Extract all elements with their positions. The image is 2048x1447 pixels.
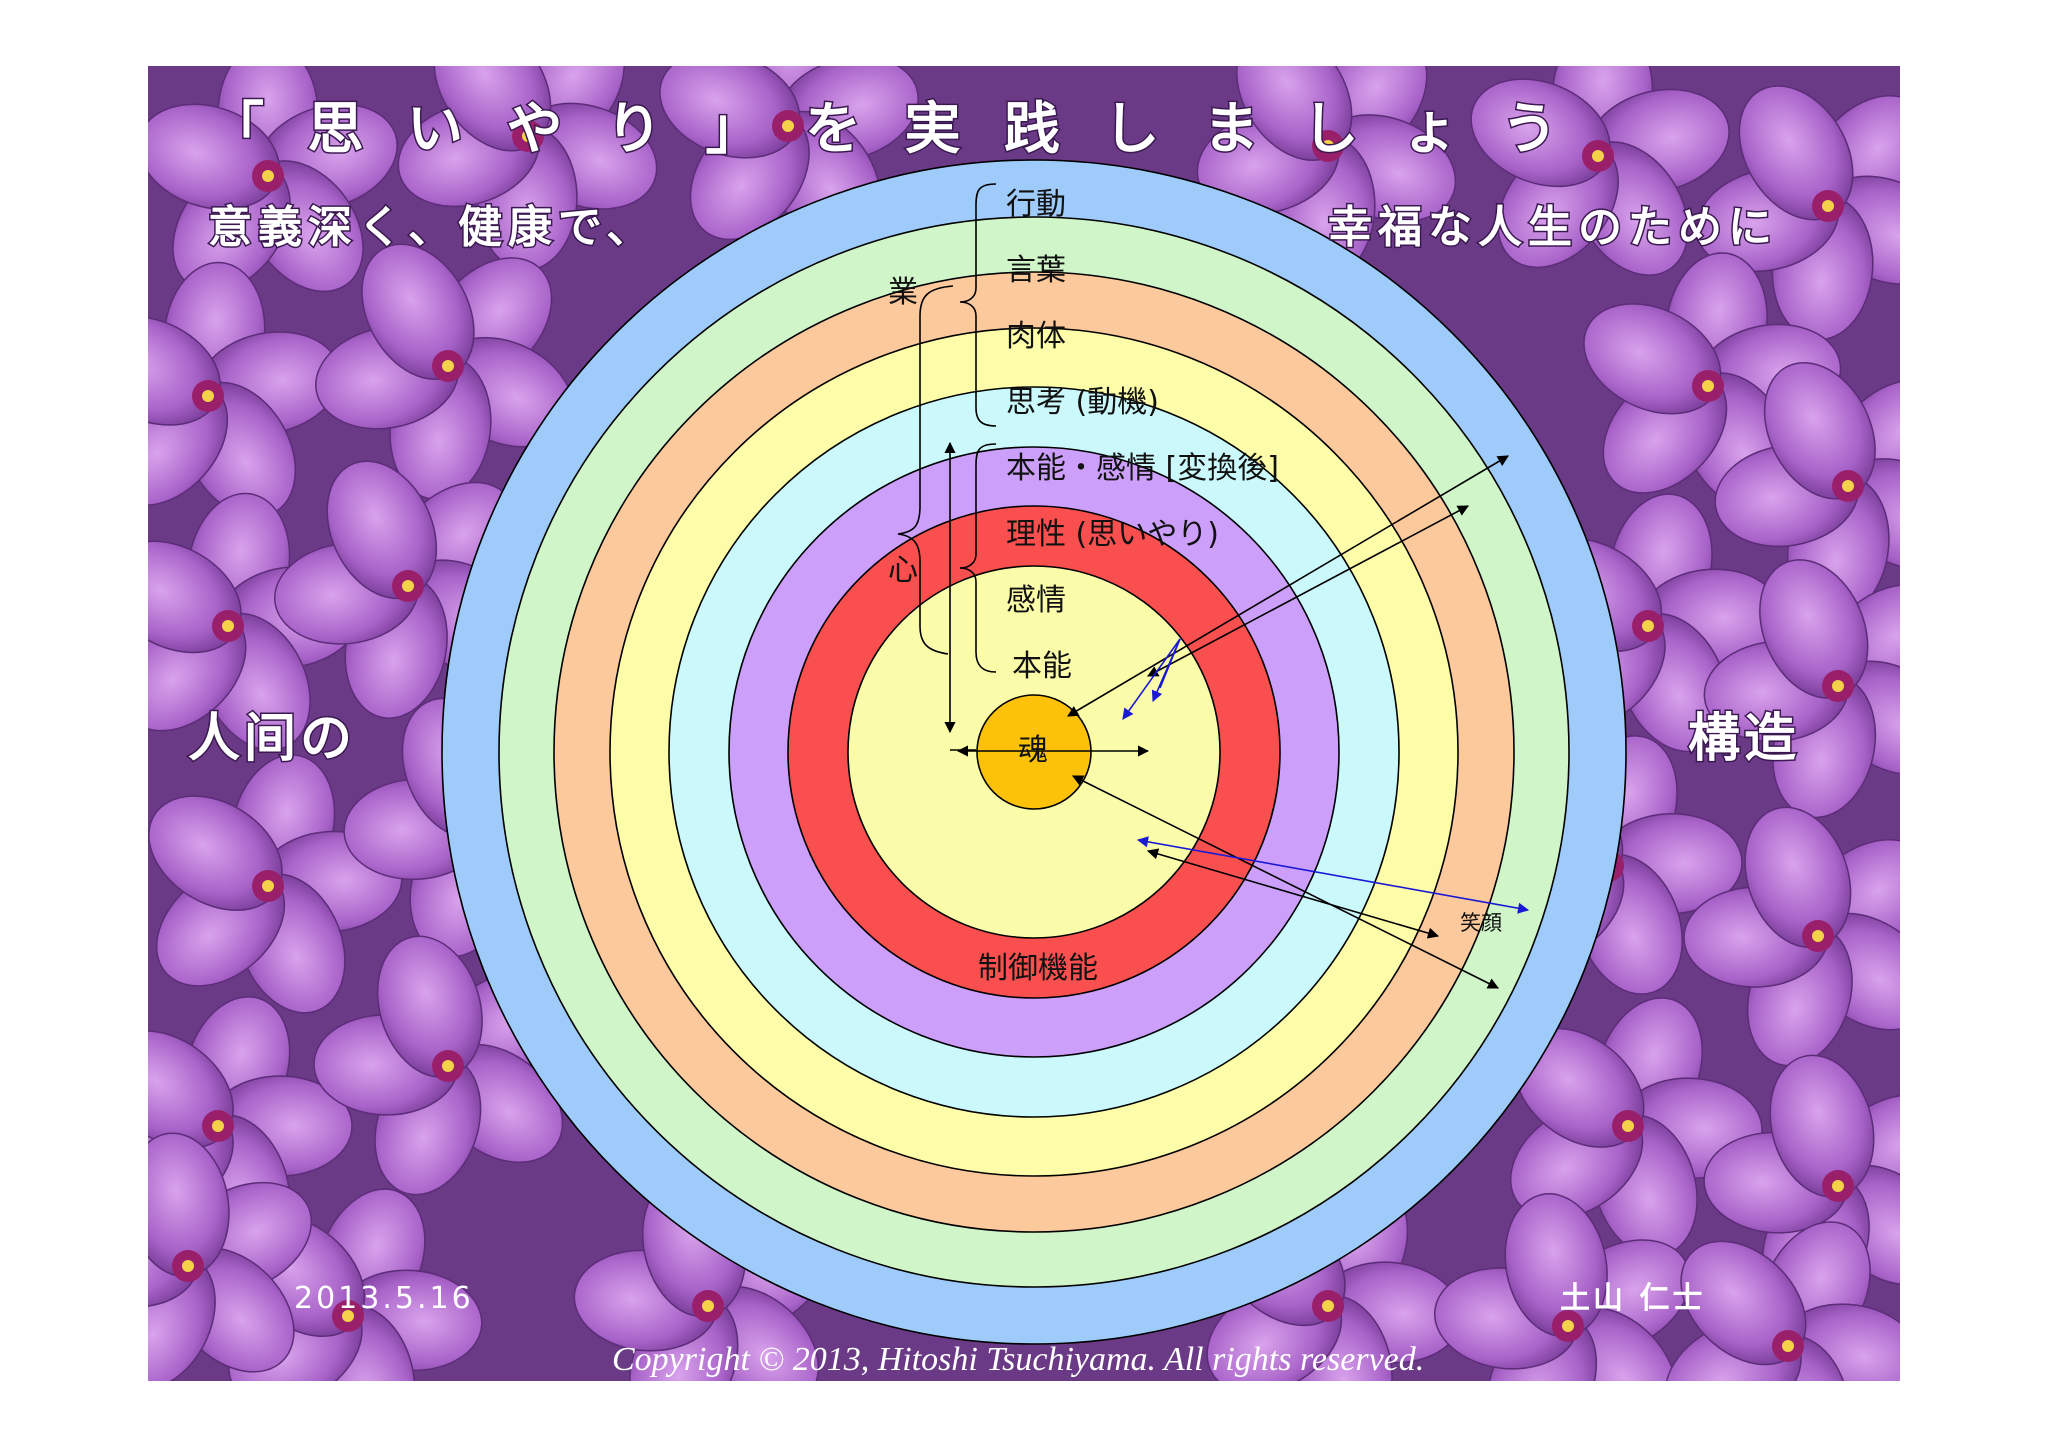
label-karma: 業 [888,275,918,310]
karma-brace [959,183,997,427]
label-thought: 思考 (動機) [1006,385,1159,420]
flower [148,261,341,518]
flower [573,1173,829,1381]
reason-upper-arrow [1147,505,1469,677]
flower [148,66,398,293]
label-instinct-emotion: 本能・感情 [変換後] [1006,451,1279,486]
flower [148,1132,313,1381]
flower [1433,1193,1691,1381]
flower [1509,997,1763,1257]
blue-arrow-1 [1122,638,1181,720]
blue-arrows [1122,638,1530,914]
label-smile: 笑顔 [1460,911,1502,935]
copyright: Copyright © 2013, Hitoshi Tsuchiyama. Al… [612,1341,1424,1378]
date: 2013.5.16 [294,1281,474,1316]
smile-blue-arrow [1136,836,1530,914]
diagram-canvas: 行動 言葉 肉体 思考 (動機) 本能・感情 [変換後] 理性 (思いやり) 感… [148,66,1900,1381]
flower [1703,559,1900,819]
side-label-right: 構造 [1688,708,1800,769]
slide: 行動 言葉 肉体 思考 (動機) 本能・感情 [変換後] 理性 (思いやり) 感… [148,66,1900,1381]
page-title: 「 思 い や り 」 を 実 践 し ま し ょ う [208,96,1569,162]
label-control: 制御機能 [978,951,1098,986]
heart-brace [959,443,997,673]
label-action: 行動 [1006,187,1066,222]
label-heart: 心 [888,553,918,588]
label-instinct: 本能 [1012,649,1072,684]
label-reason: 理性 (思いやり) [1006,517,1219,552]
subtitle-left: 意義深く、健康で、 [208,202,656,253]
author: 土山 仁士 [1560,1281,1705,1316]
label-soul: 魂 [1018,733,1048,768]
flower [1664,1221,1900,1381]
flower [397,66,658,271]
label-emotion: 感情 [1006,583,1066,618]
flower [1695,85,1900,341]
side-label-left: 人间の [188,708,356,769]
flower [1683,806,1900,1067]
brace-lines [897,183,997,673]
flower [148,754,403,1014]
blue-arrow-3 [1159,638,1181,689]
subtitle-right: 幸福な人生のために [1328,202,1778,253]
outer-brace [897,285,954,655]
flower [1470,66,1730,276]
flower [313,935,566,1196]
label-body: 肉体 [1006,319,1066,354]
label-words: 言葉 [1006,253,1066,288]
